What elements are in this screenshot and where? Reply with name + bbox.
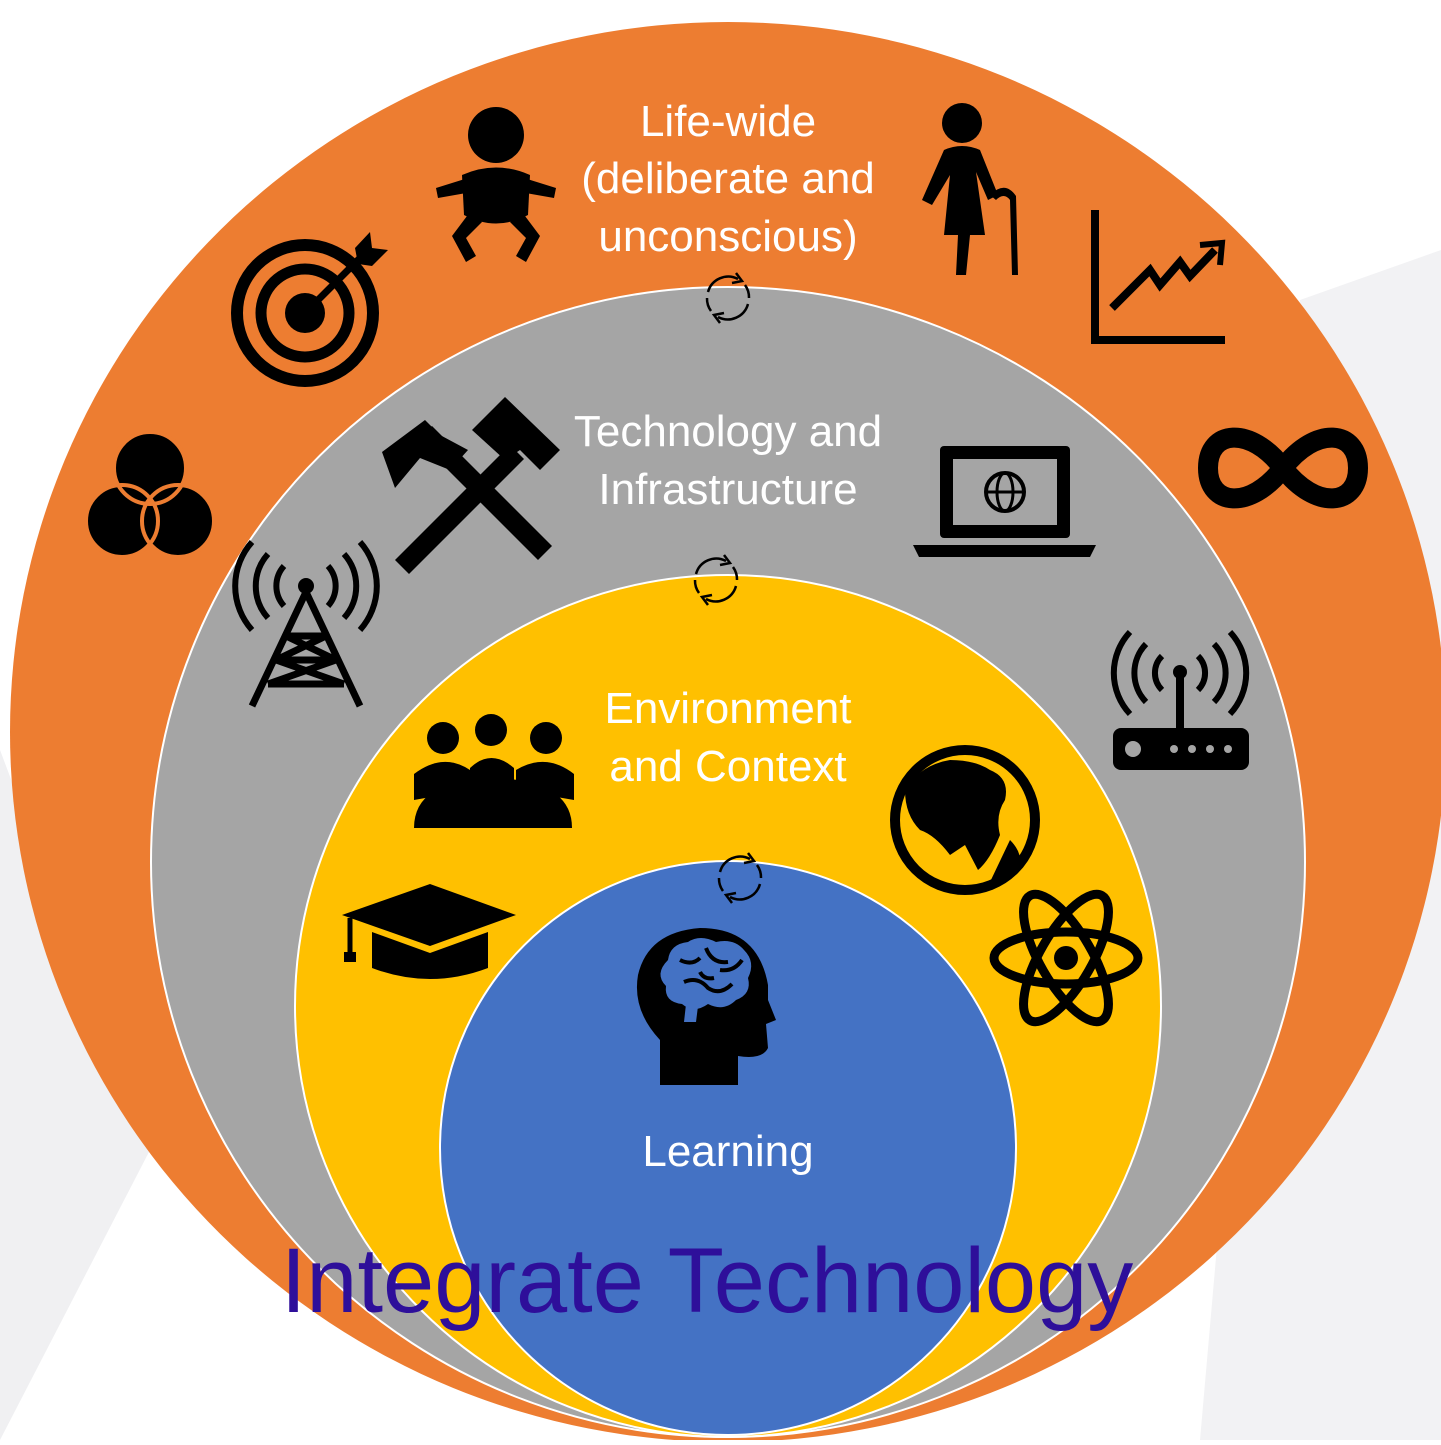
life-wide-label-line3: unconscious) bbox=[598, 212, 857, 261]
brain-head-icon bbox=[636, 928, 776, 1085]
wifi-router-icon bbox=[1110, 629, 1250, 770]
life-wide-label-line2: (deliberate and bbox=[581, 154, 875, 203]
graduation-cap-icon bbox=[342, 884, 516, 979]
environment-label-line2: and Context bbox=[609, 742, 846, 791]
technology-label-line2: Infrastructure bbox=[598, 465, 857, 514]
venn-diagram-icon bbox=[84, 430, 216, 559]
life-wide-label-line1: Life-wide bbox=[640, 97, 816, 146]
hammer-pick-icon bbox=[382, 397, 560, 574]
diagram-title: Integrate Technology bbox=[281, 1230, 1133, 1332]
learning-label: Learning bbox=[642, 1127, 813, 1176]
infinity-icon bbox=[1197, 427, 1369, 509]
baby-icon bbox=[436, 107, 556, 262]
meeting-group-icon bbox=[414, 714, 574, 828]
technology-label-line1: Technology and bbox=[574, 407, 882, 456]
globe-icon bbox=[890, 745, 1040, 895]
radio-tower-icon bbox=[232, 540, 380, 708]
atom-icon bbox=[989, 889, 1143, 1027]
elderly-person-icon bbox=[922, 103, 1018, 275]
laptop-globe-icon bbox=[913, 446, 1096, 557]
environment-label-line1: Environment bbox=[604, 684, 851, 733]
growth-chart-icon bbox=[1091, 210, 1226, 344]
target-icon bbox=[231, 232, 388, 387]
